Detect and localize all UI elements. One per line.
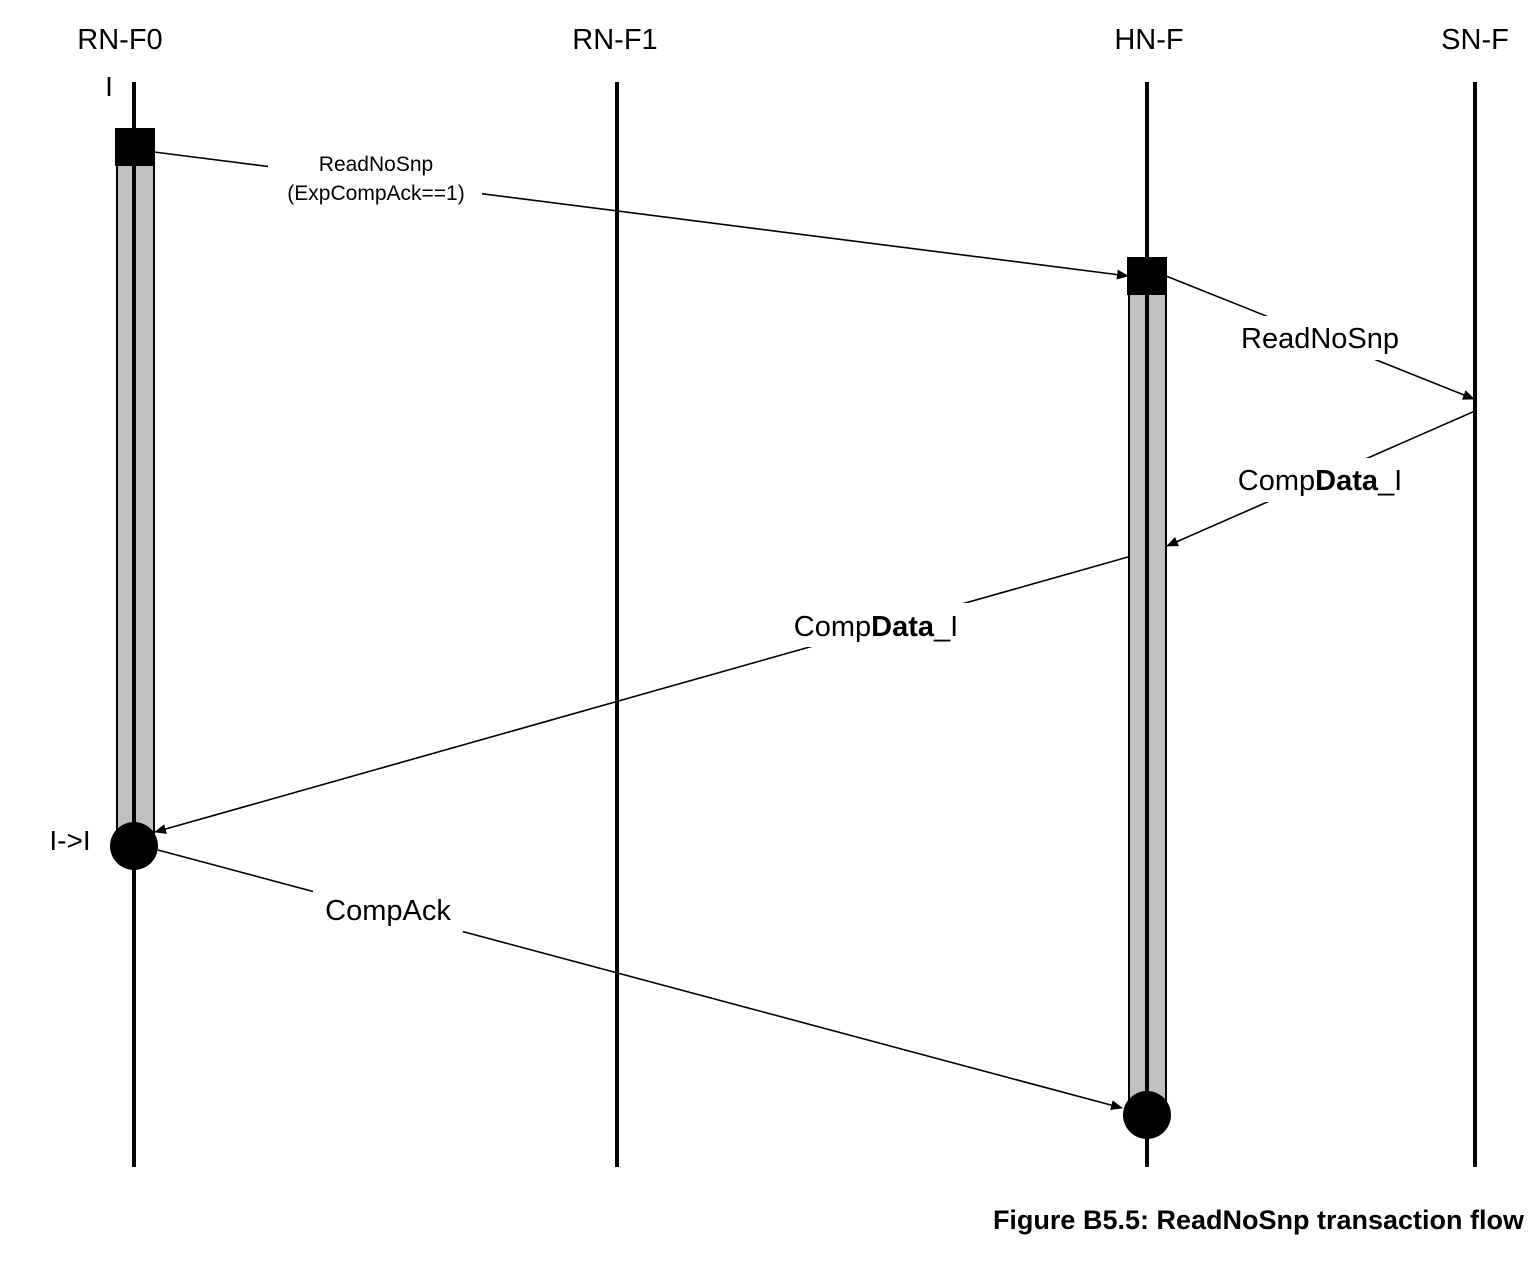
message-arrow-compack — [157, 849, 1123, 1110]
message-label-readnosnp-2: ReadNoSnp — [1241, 323, 1399, 355]
message-label-bg-4 — [780, 603, 974, 647]
message-label-compdata-1-suffix: _I — [1377, 465, 1402, 497]
hn-f-request-start-marker — [1127, 257, 1167, 295]
message-label-compdata-1-prefix: Comp — [1238, 465, 1315, 497]
message-label-bg-1 — [268, 148, 482, 210]
message-label-compdata-2: CompData_I — [794, 611, 958, 643]
message-label-compdata-1: CompData_I — [1238, 465, 1402, 497]
node-label-sn-f: SN-F — [1441, 24, 1509, 56]
hn-f-completion-marker — [1123, 1091, 1171, 1139]
message-label-readnosnp-1: ReadNoSnp — [319, 153, 433, 176]
rn-f0-initial-state: I — [105, 71, 113, 102]
rn-f0-transition-state: I->I — [49, 825, 90, 856]
message-arrow-compdata-2 — [154, 556, 1129, 834]
node-label-hn-f: HN-F — [1114, 24, 1183, 56]
figure-caption: Figure B5.5: ReadNoSnp transaction flow — [992, 1205, 1524, 1235]
rn-f0-completion-marker — [110, 822, 158, 870]
message-label-bg-2 — [1227, 316, 1413, 360]
message-label-compack: CompAck — [325, 895, 451, 927]
message-label-bg-5 — [313, 888, 463, 932]
message-label-expcompack: (ExpCompAck==1) — [287, 182, 464, 205]
message-label-compdata-2-prefix: Comp — [794, 611, 871, 643]
rn-f0-request-start-marker — [115, 128, 155, 166]
message-label-bg-3 — [1224, 458, 1418, 502]
message-label-compdata-2-suffix: _I — [933, 611, 958, 643]
message-label-compdata-2-bold: Data — [871, 611, 935, 643]
node-label-rn-f0: RN-F0 — [77, 24, 162, 56]
node-label-rn-f1: RN-F1 — [572, 24, 657, 56]
message-label-compdata-1-bold: Data — [1315, 465, 1379, 497]
